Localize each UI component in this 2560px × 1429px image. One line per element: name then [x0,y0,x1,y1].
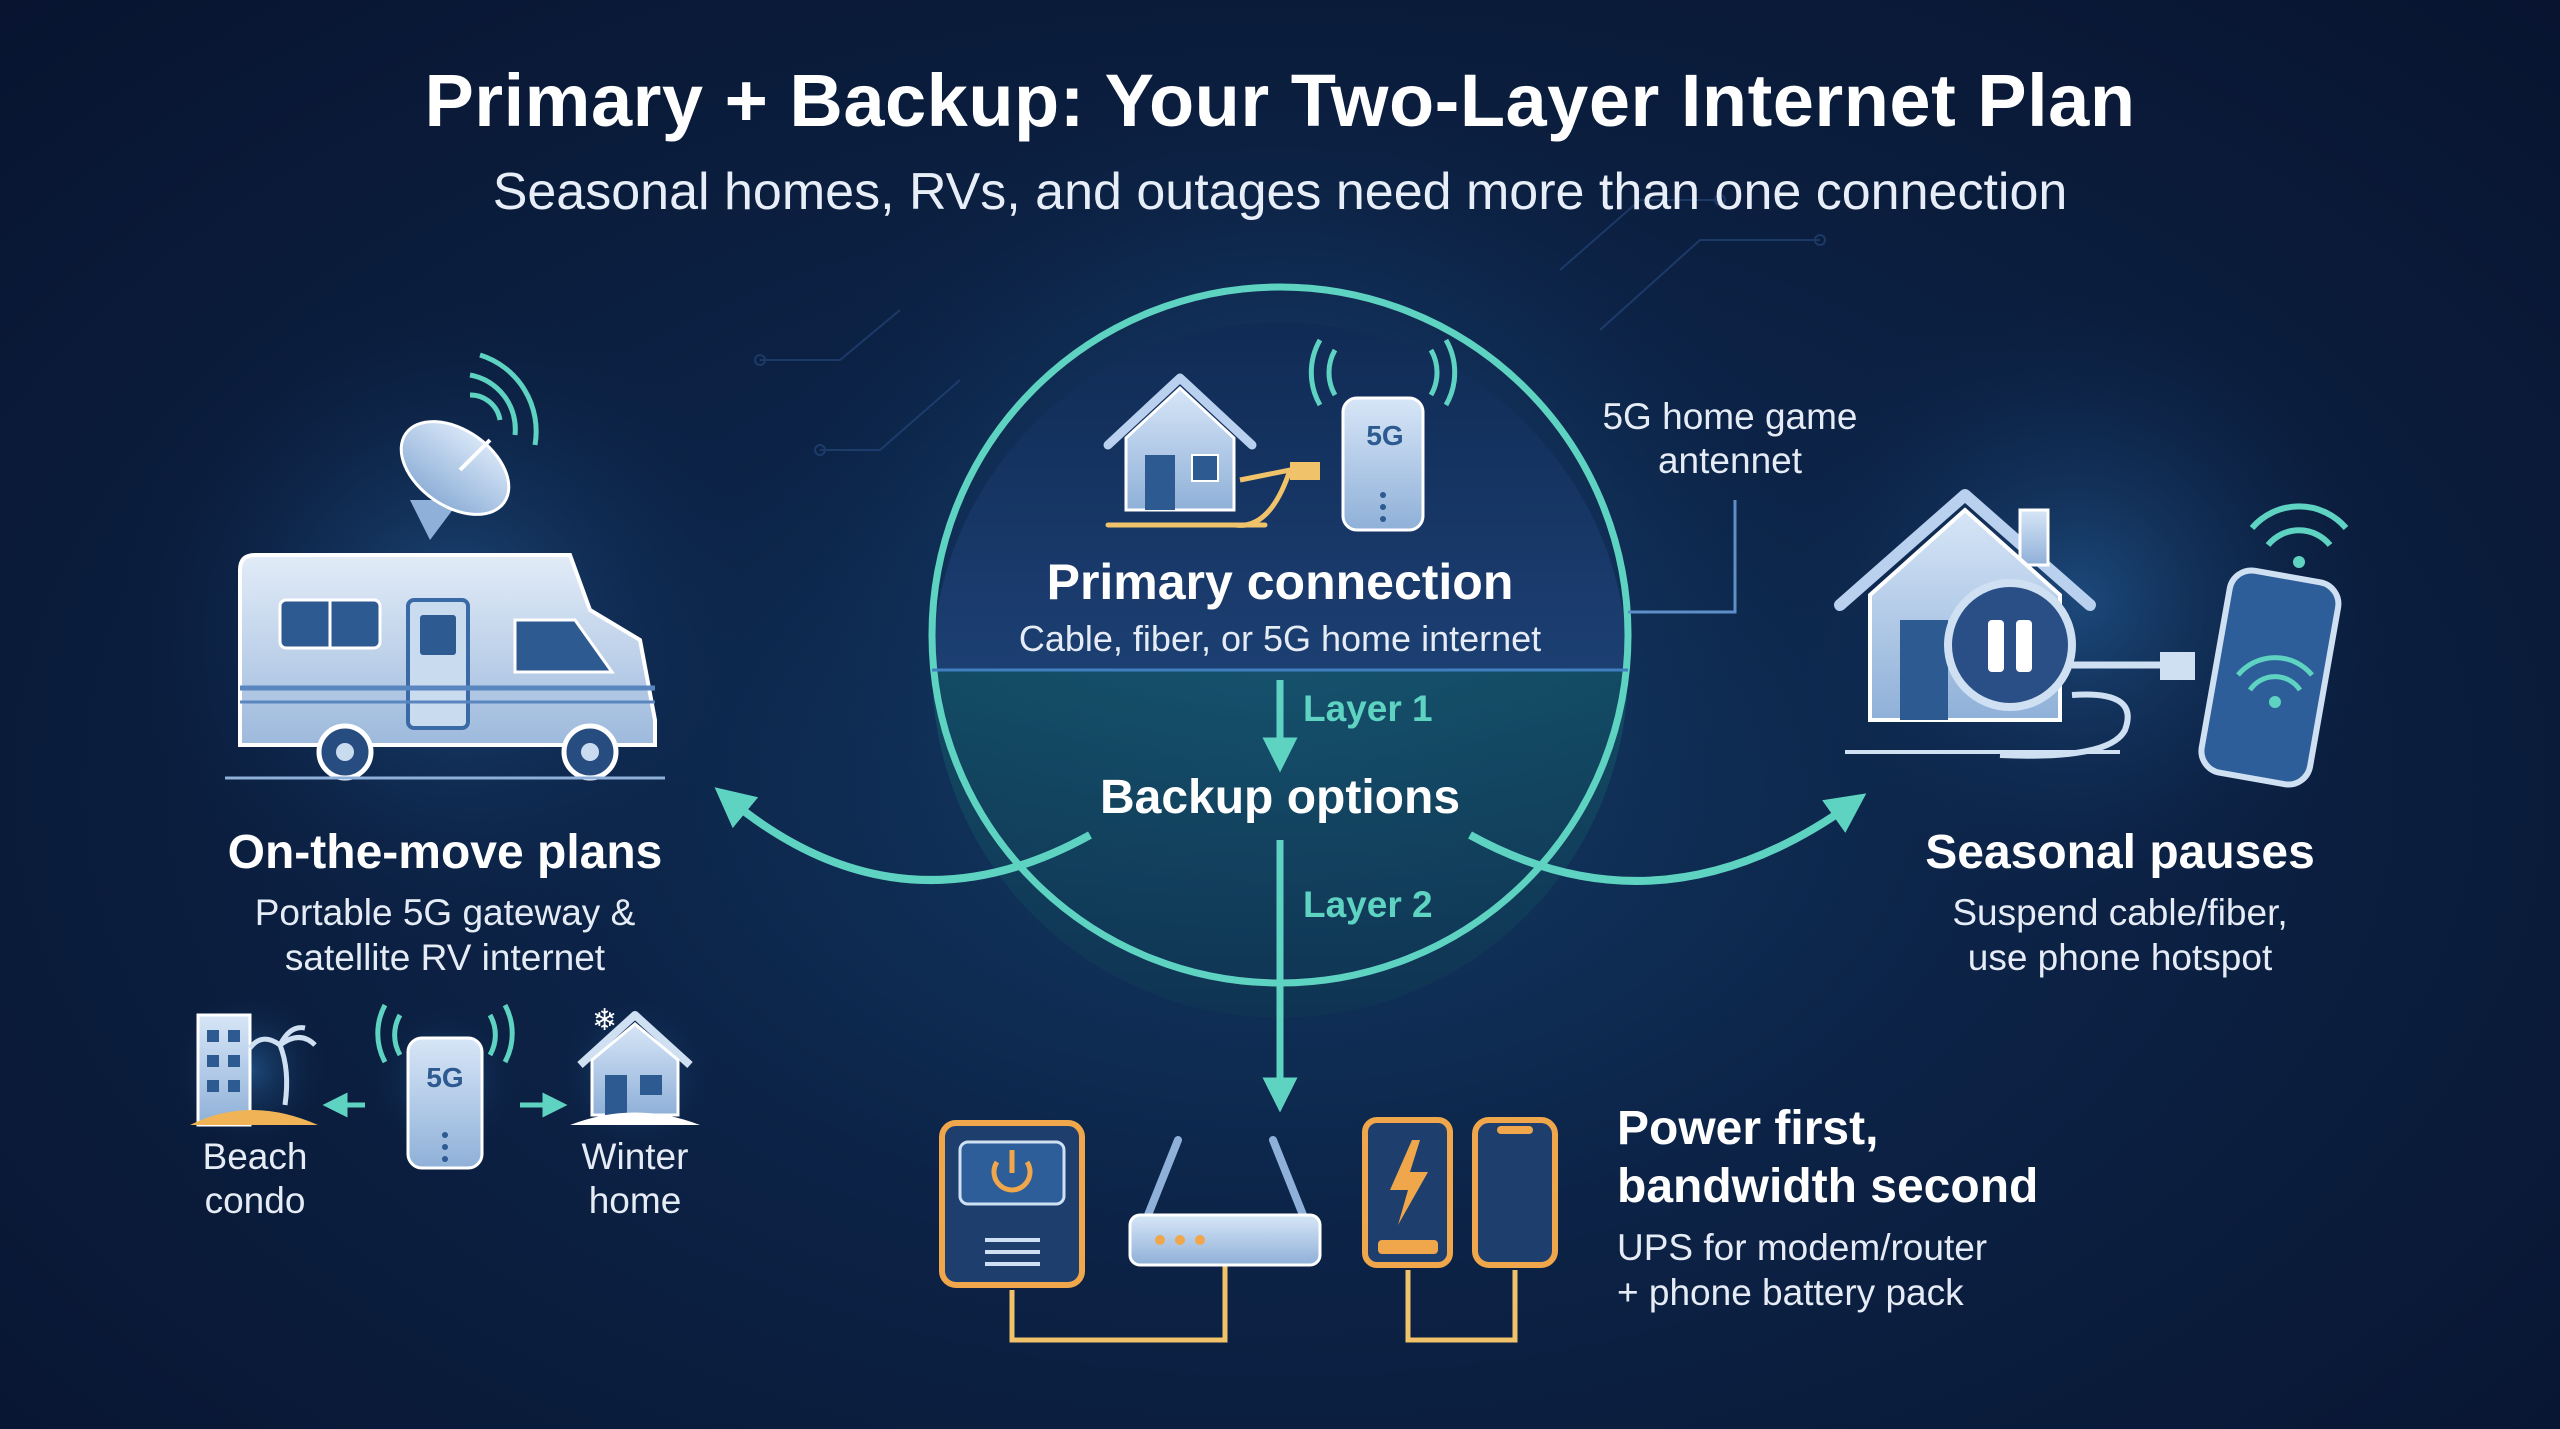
seasonal-pauses-desc: Suspend cable/fiber, use phone hotspot [1820,890,2420,980]
router-icon [1128,1136,1322,1267]
winter-home-icon: ❄ [555,995,715,1155]
ups-cable [1009,1265,1228,1343]
beach-condo-line1: Beach [202,1136,308,1177]
rv-icon [225,352,665,781]
circuit-lines [754,194,1826,456]
center-5g-badge: 5G [1366,420,1404,451]
seasonal-pauses-desc-line2: use phone hotspot [1967,937,2273,978]
chimney [2018,508,2050,567]
seasonal-pauses-desc-line1: Suspend cable/fiber, [1952,892,2288,933]
home-icon [1103,373,1268,528]
winter-home-line1: Winter [581,1136,689,1177]
backup-options-title: Backup options [1099,771,1461,824]
power-first-title: Power first, bandwidth second [1617,1100,2317,1216]
callout-line1: 5G home game [1602,396,1858,437]
on-the-move-title: On-the-move plans [227,826,663,879]
phone-hotspot-icon [2198,503,2349,788]
page-title: Primary + Backup: Your Two-Layer Interne… [424,59,2136,142]
battery-cable [1405,1270,1518,1343]
paused-home-icon [1834,489,2195,759]
portable-5g-icon [370,1003,520,1170]
on-the-move-desc-line1: Portable 5G gateway & [254,892,636,933]
beach-condo-icon [170,990,330,1150]
left-curved-arrow [714,787,1092,884]
page-subtitle: Seasonal homes, RVs, and outages need mo… [492,163,2068,221]
power-first-desc: UPS for modem/router + phone battery pac… [1617,1225,2317,1315]
5g-router-icon [1308,338,1458,532]
callout-line2: antennet [1657,440,1803,481]
ups-icon [939,1120,1085,1288]
portable-5g-badge: 5G [426,1062,464,1093]
callout-label: 5G home game antennet [1570,395,1890,483]
phone-icon [1472,1117,1558,1268]
layer1-label: Layer 1 [1303,688,1433,729]
cable-icon [1234,462,1320,528]
power-first-line2: bandwidth second [1617,1160,2039,1213]
winter-home-line2: home [588,1180,682,1221]
power-first-desc-line2: + phone battery pack [1617,1272,1964,1313]
layer2-label: Layer 2 [1303,884,1433,925]
seasonal-pauses-title: Seasonal pauses [1925,826,2315,879]
primary-connection-desc: Cable, fiber, or 5G home internet [1018,618,1542,659]
on-the-move-desc-line2: satellite RV internet [284,937,606,978]
power-first-line1: Power first, [1617,1102,1879,1155]
beach-condo-label: Beach condo [160,1135,350,1223]
on-the-move-desc: Portable 5G gateway & satellite RV inter… [145,890,745,980]
satellite-dish-icon [399,420,511,516]
right-curved-arrow [1468,793,1867,885]
winter-home-label: Winter home [540,1135,730,1223]
beach-condo-line2: condo [204,1180,306,1221]
power-first-desc-line1: UPS for modem/router [1617,1227,1988,1268]
battery-pack-icon [1362,1117,1453,1268]
pause-icon [1944,579,2076,711]
snowflake-icon: ❄ [592,1003,617,1038]
primary-connection-title: Primary connection [1046,554,1514,610]
callout-line [1628,500,1737,614]
